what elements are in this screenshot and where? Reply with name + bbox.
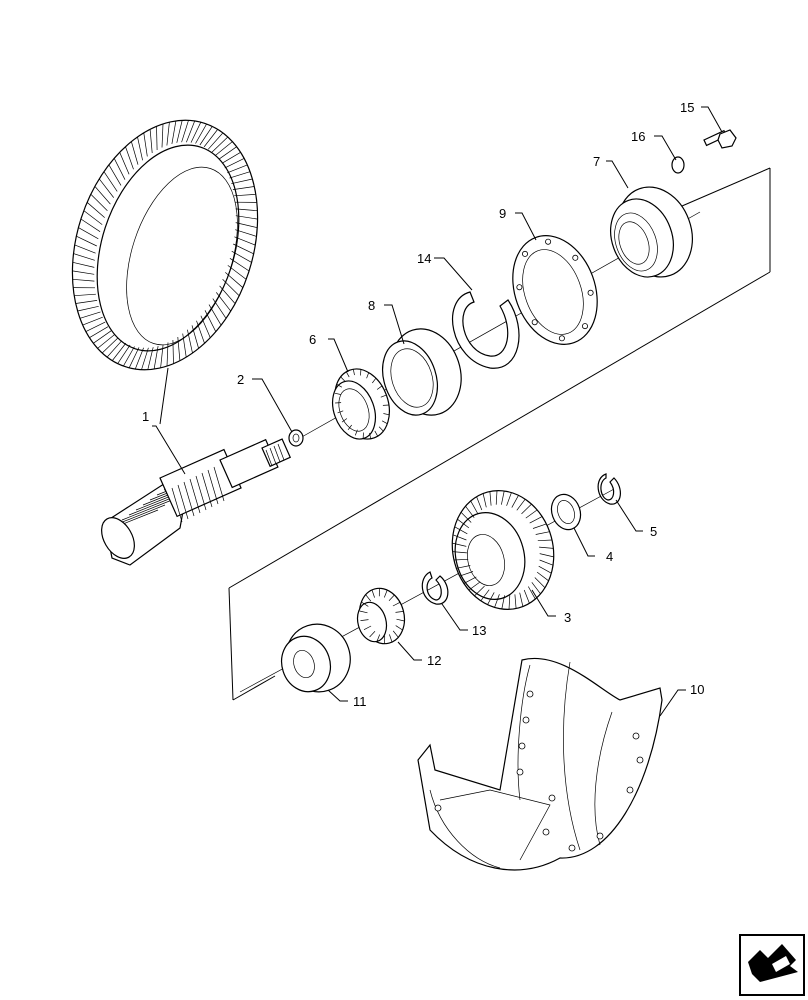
callout-3: 3 [564, 610, 571, 625]
bolt-15 [703, 129, 737, 149]
bevel-pinion-12 [356, 587, 406, 645]
pinion-shaft [101, 438, 292, 566]
bearing-housing-7 [610, 186, 693, 278]
callout-1: 1 [142, 409, 149, 424]
callout-10: 10 [690, 682, 704, 697]
bearing-cup [382, 328, 462, 416]
washer-2 [288, 429, 304, 447]
callout-4: 4 [606, 549, 613, 564]
callout-11: 11 [353, 694, 367, 709]
next-page-button[interactable] [739, 934, 805, 996]
callout-8: 8 [368, 298, 375, 313]
spacer-ring-11 [280, 623, 351, 693]
callout-2: 2 [237, 372, 244, 387]
assembly-frames [228, 167, 771, 701]
leader-lines [152, 106, 723, 717]
washer-16 [671, 156, 685, 174]
callout-numbers: 1 2 3 4 5 6 7 8 9 10 11 12 13 14 15 16 [142, 100, 704, 709]
ring-gear [71, 119, 259, 371]
callout-7: 7 [593, 154, 600, 169]
gasket-9 [512, 235, 598, 345]
snap-ring-14 [452, 291, 520, 369]
thrust-washer-4 [550, 493, 582, 531]
snap-ring-13 [421, 571, 449, 605]
callout-14: 14 [417, 251, 431, 266]
callout-13: 13 [472, 623, 486, 638]
snap-ring-5 [597, 473, 621, 505]
callout-16: 16 [631, 129, 645, 144]
tapered-bearing [331, 368, 390, 440]
callout-15: 15 [680, 100, 694, 115]
housing-half-10 [417, 657, 663, 871]
callout-12: 12 [427, 653, 441, 668]
callout-5: 5 [650, 524, 657, 539]
callout-6: 6 [309, 332, 316, 347]
helical-gear-3 [451, 490, 555, 610]
callout-9: 9 [499, 206, 506, 221]
next-page-arrow-icon [748, 944, 798, 982]
